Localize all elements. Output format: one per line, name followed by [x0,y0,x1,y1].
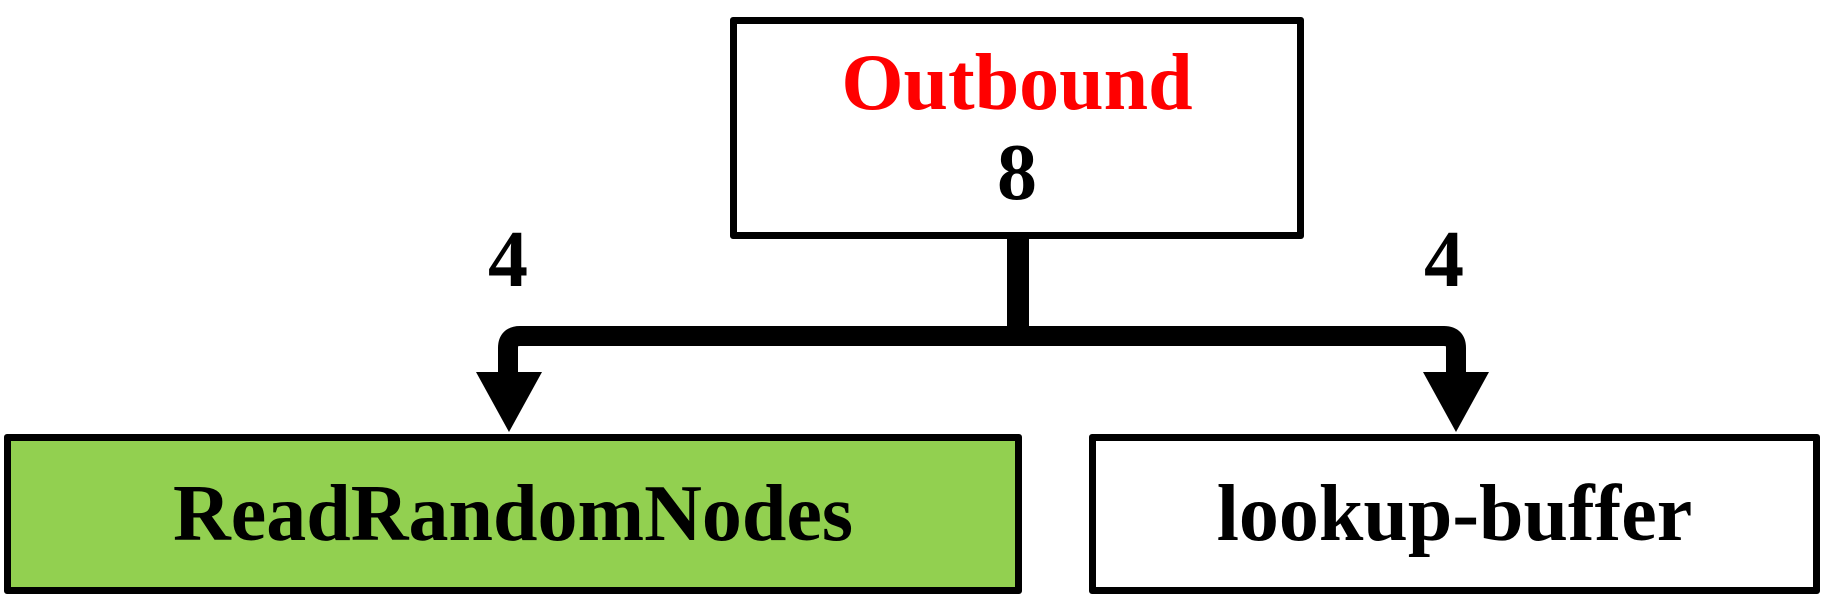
arrowhead-left-icon [476,372,542,432]
arrowhead-right-icon [1423,372,1489,432]
branch-left-line [498,326,1018,382]
edge-label-left: 4 [488,216,528,304]
root-node: Outbound 8 [730,17,1304,239]
child-label: lookup-buffer [1216,469,1693,558]
child-label: ReadRandomNodes [172,469,854,558]
edge-label-right: 4 [1424,216,1464,304]
child-node-lookup-buffer: lookup-buffer [1089,434,1820,594]
branch-right-line [1018,326,1466,382]
root-title: Outbound [841,39,1193,127]
root-value: 8 [997,129,1037,217]
child-node-read-random-nodes: ReadRandomNodes [4,434,1022,594]
